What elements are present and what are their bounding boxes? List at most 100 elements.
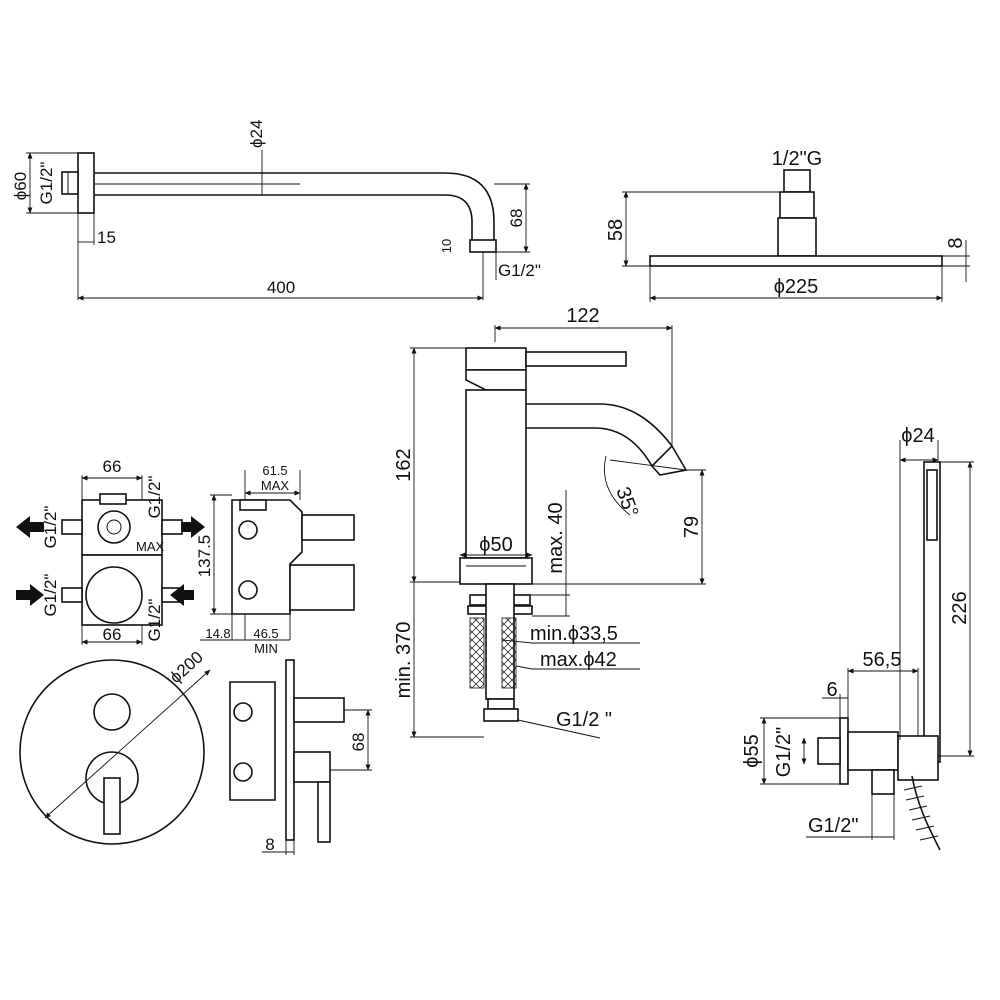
arrow-right-lower-left xyxy=(16,584,44,606)
dim-outlet-length: 10 xyxy=(439,239,454,253)
dim-head-thickness: 8 xyxy=(945,237,967,248)
shower-arm-drawing: ϕ60 G1/2" ϕ24 15 68 10 G1/2" 400 xyxy=(11,120,541,301)
mixer-handle-cap xyxy=(465,347,527,371)
dim-min-hose: min. 370 xyxy=(393,622,415,699)
concealed-box-side: 137.5 61.5 MAX 14.8 46.5 MIN xyxy=(195,463,355,656)
head-plate xyxy=(649,255,943,267)
upper-right-inlet xyxy=(161,519,183,535)
label-thread-box-1: G1/2" xyxy=(41,506,60,549)
dim-flange-depth: 15 xyxy=(97,228,116,247)
hose-right xyxy=(501,617,517,689)
spout-tip xyxy=(650,444,688,476)
dim-spout-height: 79 xyxy=(681,516,703,538)
trim-plate-side: 68 8 xyxy=(229,659,372,855)
trim-side-lever xyxy=(317,781,331,843)
trim-side-plate xyxy=(285,659,295,841)
hand-shower-drawing: ϕ24 226 56,5 6 ϕ55 G1/2" G1/2" xyxy=(741,425,974,851)
diverter-knob xyxy=(93,693,131,731)
box-max-marking: MAX xyxy=(136,539,165,554)
label-thread-box-2: G1/2" xyxy=(145,476,164,519)
dim-arm-length: 400 xyxy=(267,278,295,297)
label-max: MAX xyxy=(261,478,290,493)
mixer-cartridge xyxy=(465,369,527,391)
hand-shower-spray-face xyxy=(926,469,938,541)
head-nut xyxy=(779,191,815,219)
trim-side-knob xyxy=(293,697,345,723)
dim-handle-diameter: ϕ24 xyxy=(901,425,934,447)
dim-bracket-depth: 56,5 xyxy=(863,649,902,671)
basin-mixer-drawing: 162 min. 370 122 35° 79 ϕ50 max. 40 min.… xyxy=(393,305,706,739)
holder-body xyxy=(847,731,899,771)
hose-ribs xyxy=(903,785,939,841)
spout-bottom xyxy=(526,427,653,467)
arrow-left-upper xyxy=(16,516,44,538)
shower-head-drawing: 1/2"G 58 8 ϕ225 xyxy=(605,148,970,302)
lower-port xyxy=(85,566,143,624)
dim-min-hole: min.ϕ33,5 xyxy=(530,623,618,645)
lower-left-inlet xyxy=(61,587,83,603)
arm-tube-outer xyxy=(94,172,495,240)
dim-max-hole: max.ϕ42 xyxy=(540,649,617,671)
dim-mixer-height: 162 xyxy=(393,448,415,481)
label-min: MIN xyxy=(254,641,278,656)
box-side-body xyxy=(231,499,303,615)
arm-tube-inner xyxy=(94,194,473,240)
label-thread-box-3: G1/2" xyxy=(41,574,60,617)
trim-side-handle xyxy=(293,751,331,783)
trim-plate-front: ϕ200 xyxy=(19,647,211,845)
arm-outlet xyxy=(469,239,497,253)
wall-plate xyxy=(839,717,849,785)
dim-plate-thickness: 6 xyxy=(826,679,837,701)
label-wall-thread: G1/2" xyxy=(773,727,795,777)
dim-spout-reach: 122 xyxy=(566,305,599,327)
wall-thread-nipple xyxy=(61,171,79,195)
dim-box-width-top: 66 xyxy=(103,457,122,476)
head-connector xyxy=(783,169,811,193)
hose-left xyxy=(469,617,485,689)
side-upper-spindle xyxy=(301,514,355,541)
outlet-elbow xyxy=(871,769,895,795)
dim-spout-angle: 35° xyxy=(611,484,642,520)
angle-arc xyxy=(603,455,631,516)
dim-head-height: 58 xyxy=(605,219,627,241)
arrow-right-upper xyxy=(181,516,205,538)
label-thread-box-4: G1/2" xyxy=(145,599,164,642)
side-top-plug xyxy=(239,499,267,511)
arrow-left-lower-right xyxy=(170,584,194,606)
dim-tube-diameter: ϕ24 xyxy=(247,120,266,148)
spout-top xyxy=(526,403,673,447)
dim-offset: 14.8 xyxy=(205,626,230,641)
side-lower-cartridge xyxy=(289,564,355,611)
label-thread-left: G1/2" xyxy=(37,162,56,205)
wall-flange xyxy=(77,152,95,214)
label-mixer-thread: G1/2 " xyxy=(556,709,612,731)
dim-depth-max: 61.5 xyxy=(262,463,287,478)
box-top-plug xyxy=(99,493,127,505)
mixer-lever-front xyxy=(103,777,121,835)
dim-shower-length: 226 xyxy=(949,591,971,624)
dim-flange-diameter: ϕ60 xyxy=(11,172,30,200)
holder-clip xyxy=(897,735,939,781)
dim-max-deck: max. 40 xyxy=(545,502,567,573)
dim-base-diameter: ϕ50 xyxy=(479,534,512,556)
hose-nut xyxy=(487,698,515,710)
label-thread-outlet: G1/2" xyxy=(498,261,541,280)
dim-plate-diameter: ϕ200 xyxy=(166,647,207,686)
label-head-thread: 1/2"G xyxy=(772,148,822,170)
mixer-body xyxy=(465,389,527,559)
wall-connector xyxy=(817,737,841,765)
label-outlet-thread: G1/2" xyxy=(808,815,858,837)
mixer-lever xyxy=(525,351,627,367)
concealed-box-front: MAX 66 66 G1/2" G1/2" G1/2" G1/2" xyxy=(16,457,205,645)
head-joint xyxy=(777,217,817,257)
upper-port xyxy=(97,510,131,544)
dim-handle-spacing: 68 xyxy=(349,733,368,752)
dim-box-height: 137.5 xyxy=(195,535,214,578)
dim-plate-diameter: ϕ55 xyxy=(741,734,763,767)
dim-plate-thickness: 8 xyxy=(265,835,274,854)
trim-side-box xyxy=(229,681,276,801)
upper-left-inlet xyxy=(61,519,83,535)
hose-fitting xyxy=(483,708,519,722)
dim-depth-min: 46.5 xyxy=(253,626,278,641)
